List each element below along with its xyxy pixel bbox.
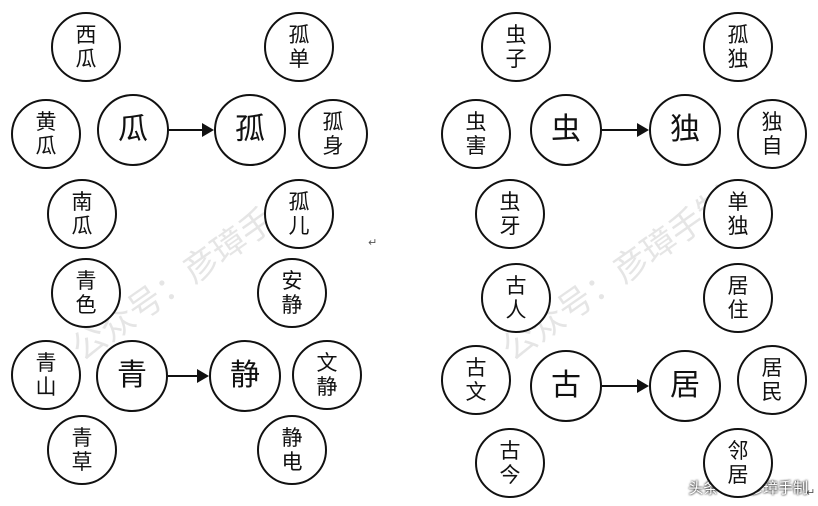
source-word-circle: 虫牙	[475, 179, 545, 249]
target-word-circle-char: 孤	[288, 22, 310, 47]
source-word-circle-char: 虫	[505, 22, 527, 47]
target-word-circle-char: 独	[727, 47, 749, 71]
target-word-circle: 孤单	[264, 12, 334, 82]
target-word-circle-char: 单	[288, 47, 310, 71]
source-word-circle-char: 害	[465, 134, 487, 158]
source-word-circle: 青色	[51, 258, 121, 328]
source-word-circle-char: 古	[465, 355, 487, 380]
target-char-circle: 独	[649, 94, 721, 166]
source-word-circle-char: 黄	[35, 109, 57, 134]
source-word-circle-char: 瓜	[75, 47, 97, 71]
source-word-circle: 虫害	[441, 99, 511, 169]
source-char-circle: 青	[96, 340, 168, 412]
source-word-circle: 西瓜	[51, 12, 121, 82]
target-word-circle-char: 孤	[288, 189, 310, 214]
source-word-circle-char: 山	[35, 375, 57, 399]
source-word-circle: 南瓜	[47, 179, 117, 249]
source-word-circle: 青草	[47, 415, 117, 485]
target-word-circle: 静电	[257, 415, 327, 485]
source-word-circle-char: 虫	[465, 109, 487, 134]
arrow-right	[168, 369, 209, 383]
source-word-circle-char: 瓜	[71, 214, 93, 238]
arrow-right	[602, 379, 649, 393]
target-word-circle-char: 邻	[727, 438, 749, 463]
source-word-circle: 黄瓜	[11, 99, 81, 169]
source-char-circle-char: 青	[117, 357, 147, 393]
target-word-circle-char: 住	[727, 298, 749, 322]
target-word-circle: 邻居	[703, 428, 773, 498]
source-word-circle-char: 古	[499, 438, 521, 463]
source-word-circle-char: 文	[465, 380, 487, 404]
target-char-circle-char: 独	[670, 111, 700, 147]
source-char-circle-char: 瓜	[118, 111, 148, 147]
source-word-circle-char: 青	[75, 268, 97, 293]
target-word-circle-char: 孤	[727, 22, 749, 47]
target-char-circle-char: 孤	[235, 111, 265, 147]
source-word-circle: 古今	[475, 428, 545, 498]
target-word-circle-char: 文	[316, 350, 338, 375]
target-word-circle-char: 居	[761, 355, 783, 380]
target-word-circle-char: 独	[727, 214, 749, 238]
target-word-circle: 孤独	[703, 12, 773, 82]
target-word-circle: 孤身	[298, 99, 368, 169]
target-char-circle: 居	[649, 350, 721, 422]
source-char-circle: 虫	[530, 94, 602, 166]
source-char-circle: 古	[530, 350, 602, 422]
source-word-circle-char: 子	[505, 47, 527, 71]
source-word-circle: 虫子	[481, 12, 551, 82]
source-word-circle: 古人	[481, 263, 551, 333]
target-char-circle-char: 居	[670, 367, 700, 403]
target-char-circle-char: 静	[230, 357, 260, 393]
source-word-circle: 古文	[441, 345, 511, 415]
target-word-circle-char: 电	[281, 450, 303, 474]
target-char-circle: 静	[209, 340, 281, 412]
source-word-circle-char: 西	[75, 22, 97, 47]
target-word-circle-char: 独	[761, 109, 783, 134]
source-word-circle-char: 古	[505, 273, 527, 298]
arrow-right	[169, 123, 214, 137]
source-word-circle-char: 色	[75, 293, 97, 317]
source-word-circle-char: 虫	[499, 189, 521, 214]
target-word-circle: 安静	[257, 258, 327, 328]
target-word-circle-char: 居	[727, 463, 749, 487]
target-word-circle-char: 单	[727, 189, 749, 214]
source-word-circle-char: 人	[505, 298, 527, 322]
target-word-circle: 文静	[292, 340, 362, 410]
target-word-circle-char: 静	[281, 425, 303, 450]
source-word-circle-char: 瓜	[35, 134, 57, 158]
source-word-circle-char: 青	[35, 350, 57, 375]
target-word-circle-char: 安	[281, 268, 303, 293]
target-word-circle-char: 静	[316, 375, 338, 399]
source-char-circle: 瓜	[97, 94, 169, 166]
return-mark: ↵	[368, 236, 378, 249]
target-word-circle-char: 民	[761, 380, 783, 404]
target-word-circle: 居住	[703, 263, 773, 333]
target-word-circle-char: 身	[322, 134, 344, 158]
target-word-circle-char: 自	[761, 134, 783, 158]
source-word-circle-char: 草	[71, 450, 93, 474]
target-char-circle: 孤	[214, 94, 286, 166]
target-word-circle-char: 儿	[288, 214, 310, 238]
target-word-circle: 单独	[703, 179, 773, 249]
return-mark-end: ↵	[806, 486, 816, 499]
source-word-circle-char: 南	[71, 189, 93, 214]
target-word-circle-char: 居	[727, 273, 749, 298]
target-word-circle: 孤儿	[264, 179, 334, 249]
target-word-circle: 居民	[737, 345, 807, 415]
target-word-circle-char: 静	[281, 293, 303, 317]
source-char-circle-char: 虫	[551, 111, 581, 147]
target-word-circle: 独自	[737, 99, 807, 169]
source-word-circle-char: 今	[499, 463, 521, 487]
source-word-circle: 青山	[11, 340, 81, 410]
source-word-circle-char: 青	[71, 425, 93, 450]
target-word-circle-char: 孤	[322, 109, 344, 134]
source-word-circle-char: 牙	[499, 214, 521, 238]
source-char-circle-char: 古	[551, 367, 581, 403]
arrow-right	[602, 123, 649, 137]
